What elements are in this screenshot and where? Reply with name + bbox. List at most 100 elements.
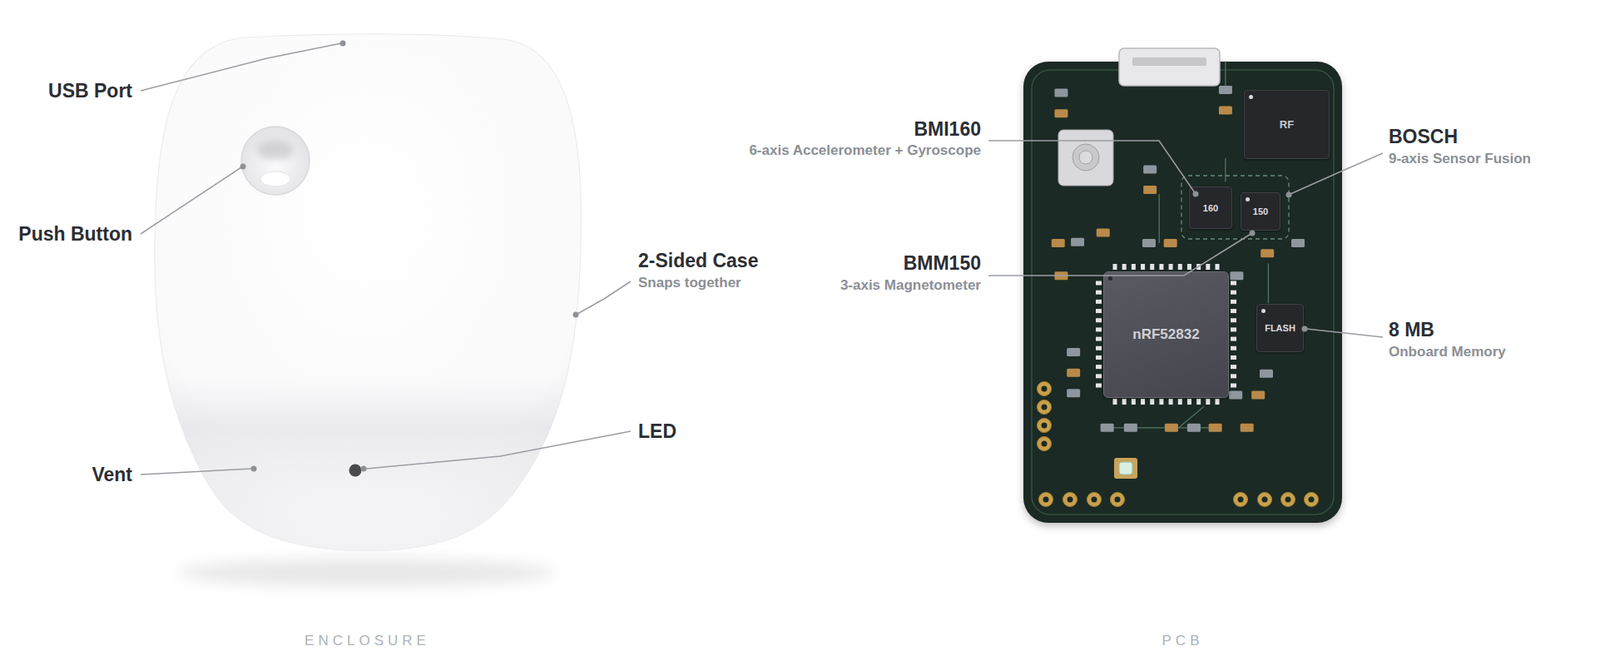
pcb-trace [1224,61,1226,90]
smd-component [1229,271,1244,280]
smd-component [1096,228,1110,238]
pad-hole [1285,496,1292,503]
chip-package: nRF52832 [1103,271,1229,398]
chip-pin [1169,398,1174,405]
pad-hole [1041,440,1048,447]
smd-component [1066,347,1080,357]
chip-package: 160 [1188,186,1233,229]
circuit-board: RF160150nRF52832FLASHPCB [1023,61,1343,523]
pad-hole [1067,496,1074,503]
push-button [241,126,310,195]
chip-pin [1205,398,1210,405]
chip-pin [1230,326,1237,332]
solder-pad [1037,436,1052,451]
smd-component [1100,423,1115,432]
led-window [349,464,362,477]
pad-hole [1308,496,1315,503]
smd-component [1218,105,1233,114]
chip-pin [1205,263,1210,270]
board-outline [1031,69,1334,515]
smd-component [1228,391,1243,400]
chip-pin [1230,281,1237,286]
part-description: Snaps together [638,274,742,292]
section-caption: ENCLOSURE [153,632,582,649]
part-description: Onboard Memory [1388,343,1506,361]
led-lens [1119,461,1133,475]
solder-pad [1063,492,1078,507]
chip-pin [1230,299,1237,304]
chip-pin [1169,263,1174,270]
chip-pin [1140,398,1145,405]
chip-pin [1230,383,1237,388]
pin-one-dot [1261,308,1266,313]
switch-actuator [1072,143,1100,171]
smd-component [1051,238,1066,248]
chip-pin [1196,263,1201,270]
smd-component [1240,423,1254,432]
chip-package: RF [1243,89,1330,159]
led-component [1114,457,1138,479]
chip-pin [1095,281,1102,286]
chip-pin [1140,263,1145,270]
smd-component [1054,108,1068,118]
smd-component [1164,238,1178,248]
pcb-trace [1159,193,1160,243]
chip-pin [1187,263,1192,270]
pin-one-dot [1245,197,1250,202]
chip-pin [1095,346,1102,351]
part-description: 9-axis Sensor Fusion [1388,150,1531,168]
smd-component [1259,369,1274,378]
vent-hole [252,466,257,471]
solder-pad [1281,492,1296,507]
button-shade [257,139,294,160]
chip-pin [1230,336,1237,342]
solder-pad [1037,400,1052,415]
chip-pin [1230,317,1237,322]
solder-pad [1037,381,1052,397]
enclosure-shape [153,35,582,551]
button-highlight [260,171,291,187]
pad-hole [1041,404,1048,411]
smd-component [1142,238,1156,248]
chip-pin [1095,317,1102,322]
pad-hole [1091,496,1098,503]
chip-pin [1230,290,1237,295]
solder-pad [1304,492,1319,507]
chip-pin [1196,398,1201,405]
chip-pin [1095,326,1102,332]
pin-one-dot [1248,94,1254,100]
part-label: 8 MB [1388,317,1435,342]
chip-pin [1230,308,1237,313]
chip-pin [1230,373,1237,378]
solder-pad [1039,492,1054,507]
case-shading [154,34,582,551]
enclosure-case: ENCLOSURE [153,35,582,551]
smd-component [1054,89,1068,98]
chip-pin [1149,398,1155,405]
switch-actuator [1079,150,1093,164]
solder-pad [1258,492,1273,507]
solder-pad [1110,492,1125,507]
chip-pin [1122,398,1127,405]
chip-marking: 160 [1203,203,1219,214]
part-label: 2-Sided Case [638,248,758,273]
smd-component [1208,423,1223,432]
solder-pad [1233,492,1249,507]
smd-component [1187,423,1201,432]
smd-component [1066,368,1080,377]
part-label: BMM150 [903,251,981,275]
pad-hole [1043,496,1050,503]
pad-hole [1238,496,1244,503]
part-description: 3-axis Magnetometer [840,277,981,294]
chip-pin [1159,398,1164,405]
usb-connector [1119,48,1220,86]
part-label: Vent [91,462,133,486]
tactile-switch [1058,129,1114,186]
chip-marking: nRF52832 [1132,326,1199,343]
case-body [154,34,582,551]
chip-pin [1095,299,1102,304]
smd-component [1143,185,1157,194]
chip-pin [1095,373,1102,378]
pin-one-dot [1108,276,1113,281]
